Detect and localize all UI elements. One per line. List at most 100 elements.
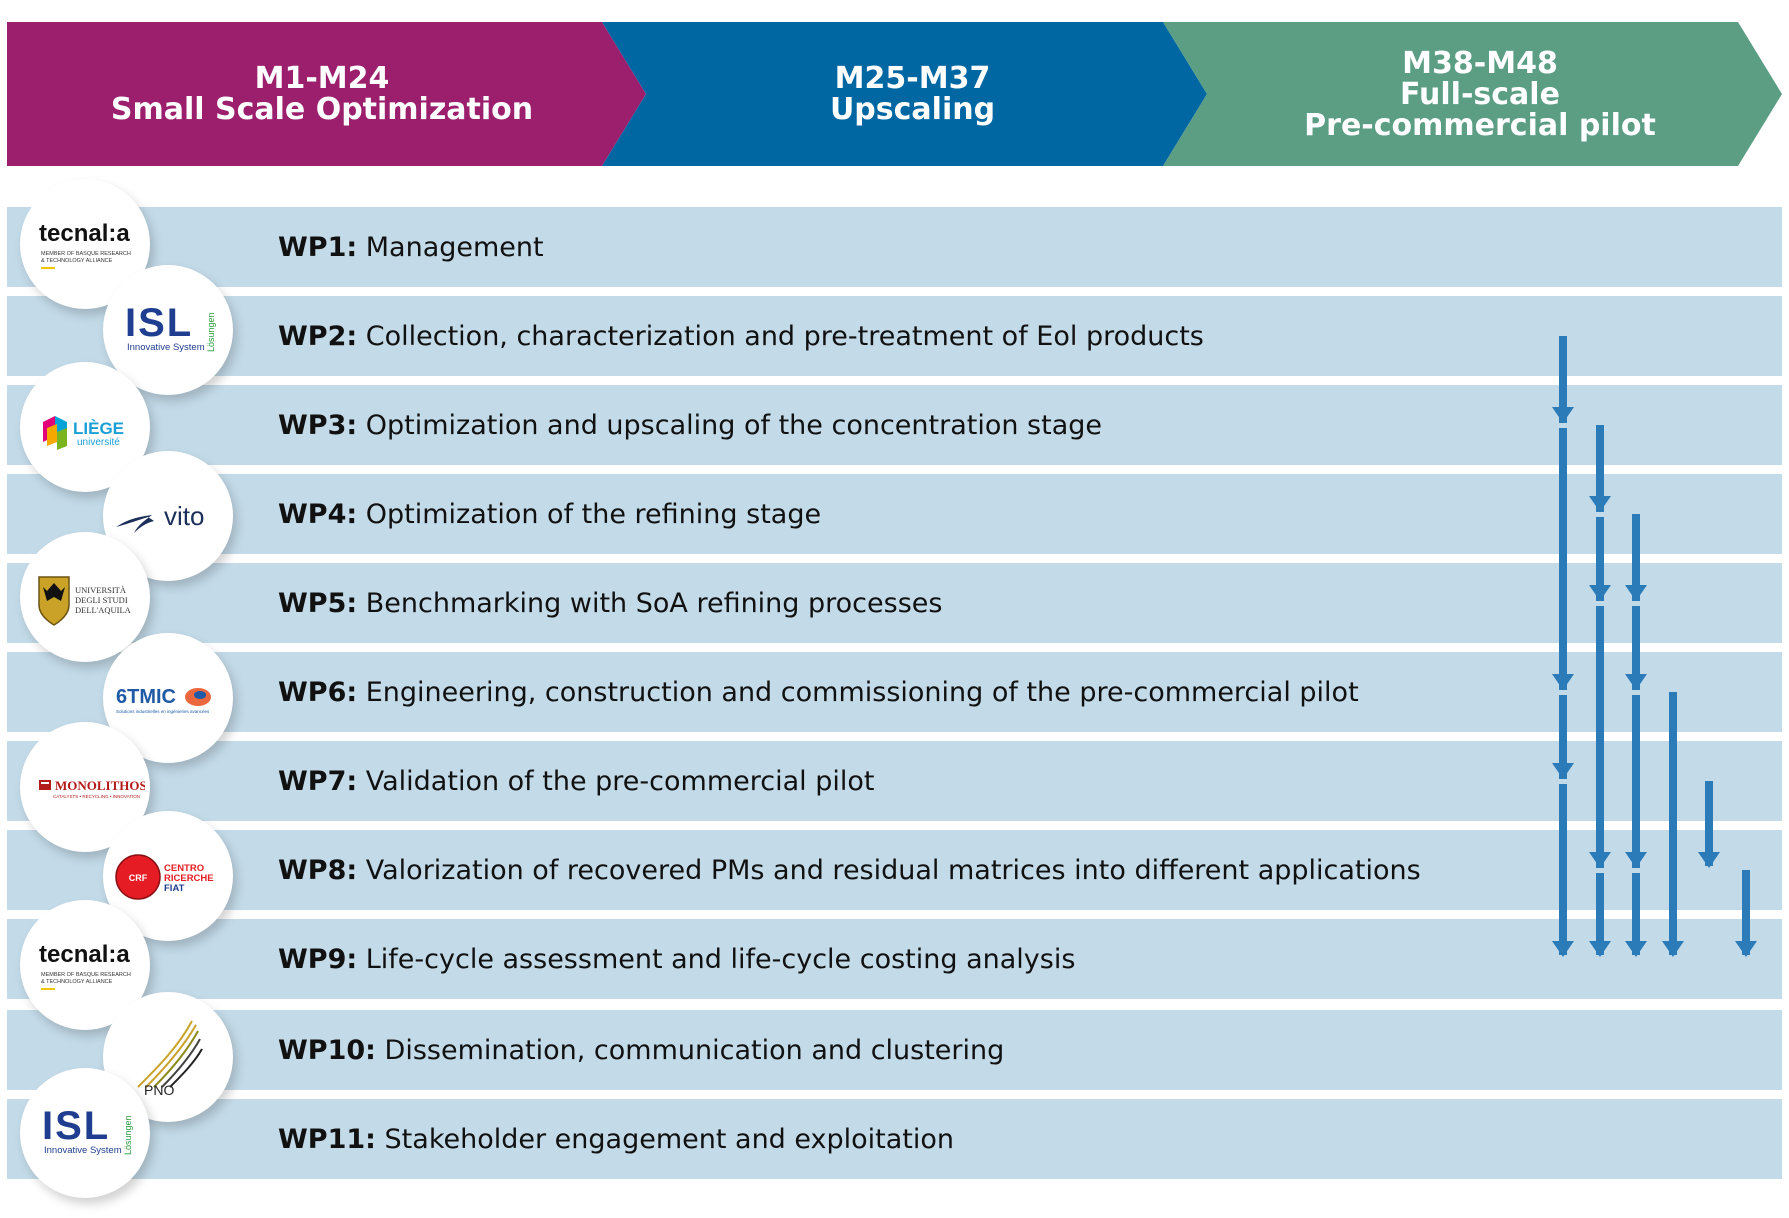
wp-title: Benchmarking with SoA refining processes (365, 587, 943, 619)
wp-title: Life-cycle assessment and life-cycle cos… (365, 943, 1076, 975)
tecnalia-sub2: & TECHNOLOGY ALLIANCE (41, 979, 113, 985)
phase-3-subtitle: Pre-commercial pilot (1304, 107, 1656, 143)
wp-row-1: WP1: Management (7, 207, 1782, 287)
phase-label-1: M1-M24 Small Scale Optimization (7, 22, 637, 166)
flow-line-wp3 (1596, 425, 1604, 955)
liege-name: LIÈGE (73, 419, 124, 438)
arrow-gap (1631, 690, 1641, 695)
wp-id: WP1: (278, 231, 358, 263)
wp-id: WP3: (278, 409, 358, 441)
6tmic-sub: Solutions industrielles en ingénieries a… (116, 709, 210, 714)
wp-row-11: WP11: Stakeholder engagement and exploit… (7, 1099, 1782, 1179)
phase-2-months: M25-M37 (834, 61, 991, 96)
wp-row-8: WP8: Valorization of recovered PMs and r… (7, 830, 1782, 910)
arrowhead-wp2-to-wp7 (1552, 763, 1574, 779)
6tmic-name: 6TMIC (116, 686, 176, 708)
arrowhead-wp3-to-wp5 (1589, 585, 1611, 601)
wp-row-10: WP10: Dissemination, communication and c… (7, 1010, 1782, 1090)
pno-name: PNO (144, 1082, 174, 1098)
isl-name: ISL (125, 301, 193, 345)
vito-name: vito (164, 501, 204, 531)
arrow-gap (1595, 601, 1605, 606)
isl-sub: Innovative System (127, 342, 205, 353)
flow-line-wp7 (1705, 781, 1713, 866)
wp-id: WP5: (278, 587, 358, 619)
wp-id: WP10: (278, 1034, 376, 1066)
wp-id: WP4: (278, 498, 358, 530)
wp-title: Optimization and upscaling of the concen… (365, 409, 1103, 441)
crf-line2: RICERCHE (164, 873, 214, 884)
arrow-layer (1552, 336, 1757, 957)
wp-id: WP11: (278, 1123, 376, 1155)
wp-row-7: WP7: Validation of the pre-commercial pi… (7, 741, 1782, 821)
aquila-line2: DEGLI STUDI (75, 595, 128, 605)
univaq-logo: UNIVERSITÀ DEGLI STUDI DELL'AQUILA (20, 532, 150, 662)
phase-1-months: M1-M24 (254, 61, 390, 96)
tecnalia-name: tecnal:a (39, 220, 130, 247)
aquila-line1: UNIVERSITÀ (75, 585, 127, 595)
isl-logo-2: ISL Innovative System Lösungen (20, 1068, 150, 1198)
arrowhead-wp4-to-wp5 (1625, 585, 1647, 601)
tecnalia-sub1: MEMBER OF BASQUE RESEARCH (41, 251, 131, 257)
wp-row-3: WP3: Optimization and upscaling of the c… (7, 385, 1782, 465)
phase-3-months: M38-M48 (1402, 45, 1558, 81)
wp-title: Collection, characterization and pre-tre… (365, 320, 1204, 352)
isl-side: Lösungen (206, 312, 216, 352)
crf-line1: CENTRO (164, 863, 204, 874)
wp-title: Dissemination, communication and cluster… (384, 1034, 1005, 1066)
arrowhead-wp2-to-wp9 (1552, 941, 1574, 957)
arrowhead-wp2-to-wp3 (1552, 407, 1574, 423)
arrow-gap (1595, 512, 1605, 517)
flow-line-wp2 (1559, 336, 1567, 955)
arrowhead-wp3-to-wp4 (1589, 496, 1611, 512)
arrowhead-wp4-to-wp6 (1625, 674, 1647, 690)
tecnalia-sub2: & TECHNOLOGY ALLIANCE (41, 258, 113, 264)
arrowhead-wp2-to-wp6 (1552, 674, 1574, 690)
monolithos-name: MONOLITHOS (55, 778, 145, 793)
phase-label-3: M38-M48 Full-scale Pre-commercial pilot (1200, 22, 1760, 166)
tecnalia-logo: tecnal:a MEMBER OF BASQUE RESEARCH & TEC… (20, 179, 150, 309)
wp-id: WP2: (278, 320, 358, 352)
arrow-gap (1558, 690, 1568, 695)
arrowhead-wp6-to-wp9 (1662, 941, 1684, 957)
isl-name: ISL (42, 1104, 110, 1148)
flow-line-wp8 (1742, 870, 1750, 955)
phase-chevron-m38-m48 (1163, 22, 1782, 166)
wp-row-9: WP9: Life-cycle assessment and life-cycl… (7, 919, 1782, 999)
phase-1-title: Small Scale Optimization (110, 92, 534, 127)
aquila-line3: DELL'AQUILA (75, 605, 132, 615)
wp-id: WP9: (278, 943, 358, 975)
arrowhead-wp8-to-wp9 (1735, 941, 1757, 957)
arrow-gap (1595, 868, 1605, 873)
arrow-gap (1558, 779, 1568, 784)
phase-label-2: M25-M37 Upscaling (640, 22, 1185, 166)
wp-title: Management (365, 231, 544, 263)
arrowhead-wp4-to-wp8 (1625, 852, 1647, 868)
phase-timeline: M1-M24 Small Scale Optimization M25-M37 … (0, 0, 1789, 200)
wp-title: Validation of the pre-commercial pilot (365, 765, 875, 797)
phase-2-title: Upscaling (829, 92, 996, 127)
arrowhead-wp4-to-wp9 (1625, 941, 1647, 957)
arrow-gap (1631, 601, 1641, 606)
arrowhead-wp7-to-wp8 (1698, 852, 1720, 868)
wp-row-6: WP6: Engineering, construction and commi… (7, 652, 1782, 732)
wp-title: Stakeholder engagement and exploitation (384, 1123, 955, 1155)
phase-chevron-m25-m37 (602, 22, 1207, 166)
arrowhead-wp3-to-wp8 (1589, 852, 1611, 868)
liege-sub: université (77, 437, 120, 448)
wp-id: WP8: (278, 854, 358, 886)
wp-row-5: WP5: Benchmarking with SoA refining proc… (7, 563, 1782, 643)
isl-sub: Innovative System (44, 1145, 122, 1156)
wp-title: Optimization of the refining stage (365, 498, 822, 530)
flow-line-wp6 (1669, 692, 1677, 955)
isl-logo: ISL Innovative System Lösungen (103, 265, 233, 395)
arrowhead-wp3-to-wp9 (1589, 941, 1611, 957)
wp-row-4: WP4: Optimization of the refining stage (7, 474, 1782, 554)
crf-line3: FIAT (164, 883, 185, 894)
phase-3-title: Full-scale (1400, 76, 1560, 112)
isl-side: Lösungen (123, 1115, 133, 1155)
tecnalia-name: tecnal:a (39, 941, 130, 968)
arrow-gap (1558, 423, 1568, 428)
